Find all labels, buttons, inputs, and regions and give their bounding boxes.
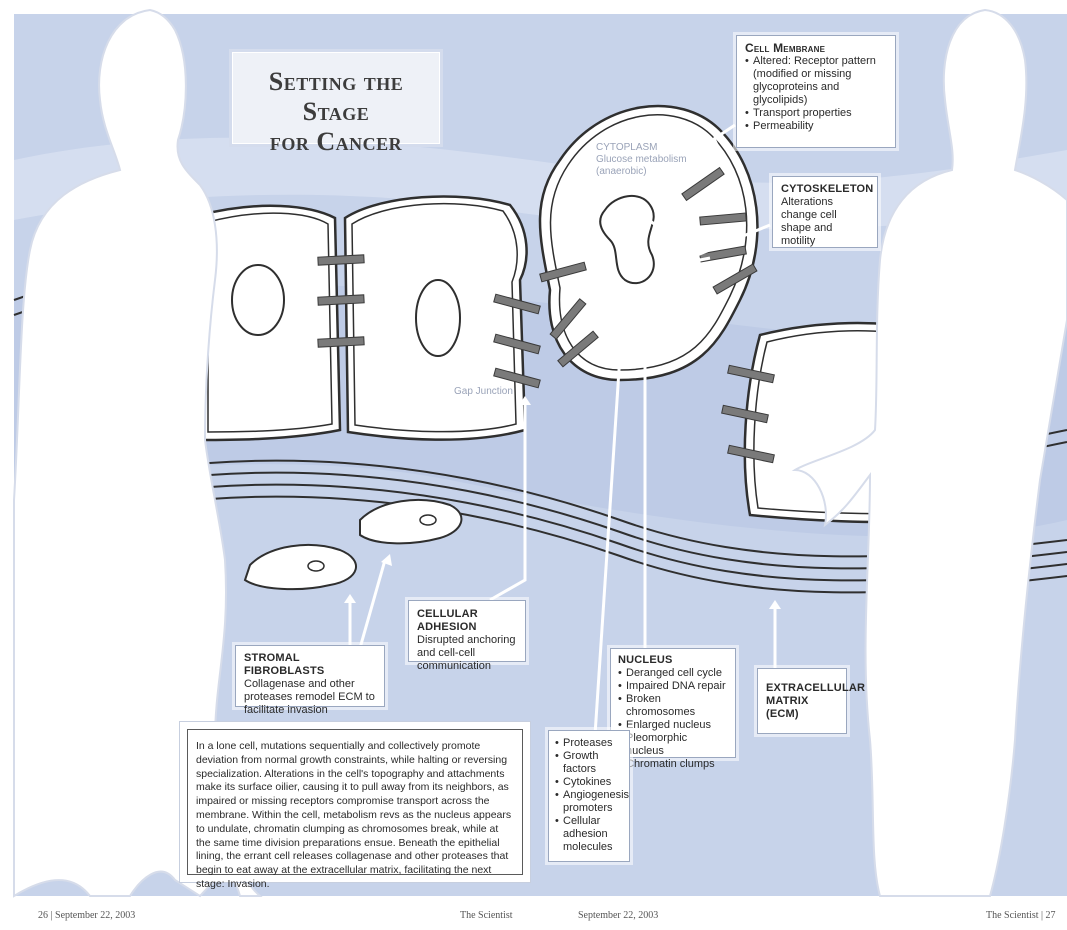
cytoskeleton-heading: CYTOSKELETON bbox=[781, 183, 869, 196]
secreted-factors-box: Proteases Growth factors Cytokines Angio… bbox=[548, 730, 630, 862]
list-item: Altered: Receptor pattern (modified or m… bbox=[745, 55, 887, 107]
nucleus-list: Deranged cell cycle Impaired DNA repair … bbox=[618, 667, 728, 771]
stromal-heading: STROMAL FIBROBLASTS bbox=[244, 652, 376, 678]
cytoplasm-line-1: Glucose metabolism bbox=[596, 154, 687, 166]
cytoplasm-label: CYTOPLASM Glucose metabolism (anaerobic) bbox=[596, 142, 687, 178]
cellular-adhesion-box: CELLULAR ADHESION Disrupted anchoring an… bbox=[408, 600, 526, 662]
ecm-line-1: EXTRACELLULAR bbox=[766, 682, 838, 695]
footer-center-right: September 22, 2003 bbox=[578, 910, 658, 921]
cell-membrane-list: Altered: Receptor pattern (modified or m… bbox=[745, 55, 887, 133]
footer-center-left: The Scientist bbox=[460, 910, 513, 921]
list-item: Angiogenesis promoters bbox=[555, 789, 623, 815]
list-item: Chromatin clumps bbox=[618, 758, 728, 771]
list-item: Broken chromosomes bbox=[618, 693, 728, 719]
list-item: Pleomorphic nucleus bbox=[618, 732, 728, 758]
footer-left: 26 | September 22, 2003 bbox=[38, 910, 135, 921]
cytoskeleton-box: CYTOSKELETON Alterations change cell sha… bbox=[772, 176, 878, 248]
cell-1-nucleus bbox=[232, 265, 284, 335]
title-line-2: for Cancer bbox=[233, 127, 439, 157]
cell-membrane-box: Cell Membrane Altered: Receptor pattern … bbox=[736, 35, 896, 148]
summary-box: In a lone cell, mutations sequentially a… bbox=[180, 722, 530, 882]
list-item: Cellular adhesion molecules bbox=[555, 815, 623, 854]
cell-membrane-heading: Cell Membrane bbox=[745, 42, 887, 55]
adhesion-text: Disrupted anchoring and cell-cell commun… bbox=[417, 634, 517, 673]
stromal-fibroblasts-box: STROMAL FIBROBLASTS Collagenase and othe… bbox=[235, 645, 385, 707]
gap-junction-label: Gap Junction bbox=[454, 386, 513, 398]
list-item: Growth factors bbox=[555, 750, 623, 776]
adhesion-heading: CELLULAR ADHESION bbox=[417, 608, 517, 634]
cytoplasm-heading: CYTOPLASM bbox=[596, 142, 687, 154]
list-item: Permeability bbox=[745, 120, 887, 133]
nucleus-heading: NUCLEUS bbox=[618, 654, 728, 667]
list-item: Deranged cell cycle bbox=[618, 667, 728, 680]
cytoskeleton-text: Alterations change cell shape and motili… bbox=[781, 196, 869, 248]
footer-right: The Scientist | 27 bbox=[986, 910, 1056, 921]
title-line-1: Setting the Stage bbox=[233, 67, 439, 127]
factors-list: Proteases Growth factors Cytokines Angio… bbox=[555, 737, 623, 854]
list-item: Proteases bbox=[555, 737, 623, 750]
ecm-box: EXTRACELLULAR MATRIX (ECM) bbox=[757, 668, 847, 734]
summary-paragraph: In a lone cell, mutations sequentially a… bbox=[187, 729, 523, 875]
epithelial-cell-2 bbox=[345, 196, 527, 439]
list-item: Enlarged nucleus bbox=[618, 719, 728, 732]
ecm-line-2: MATRIX (ECM) bbox=[766, 695, 838, 721]
list-item: Transport properties bbox=[745, 107, 887, 120]
title-box: Setting the Stage for Cancer bbox=[232, 52, 440, 144]
cytoplasm-line-2: (anaerobic) bbox=[596, 166, 687, 178]
list-item: Cytokines bbox=[555, 776, 623, 789]
list-item: Impaired DNA repair bbox=[618, 680, 728, 693]
stromal-text: Collagenase and other proteases remodel … bbox=[244, 678, 376, 717]
cell-2-nucleus bbox=[416, 280, 460, 356]
epithelial-cell-1 bbox=[200, 206, 340, 440]
